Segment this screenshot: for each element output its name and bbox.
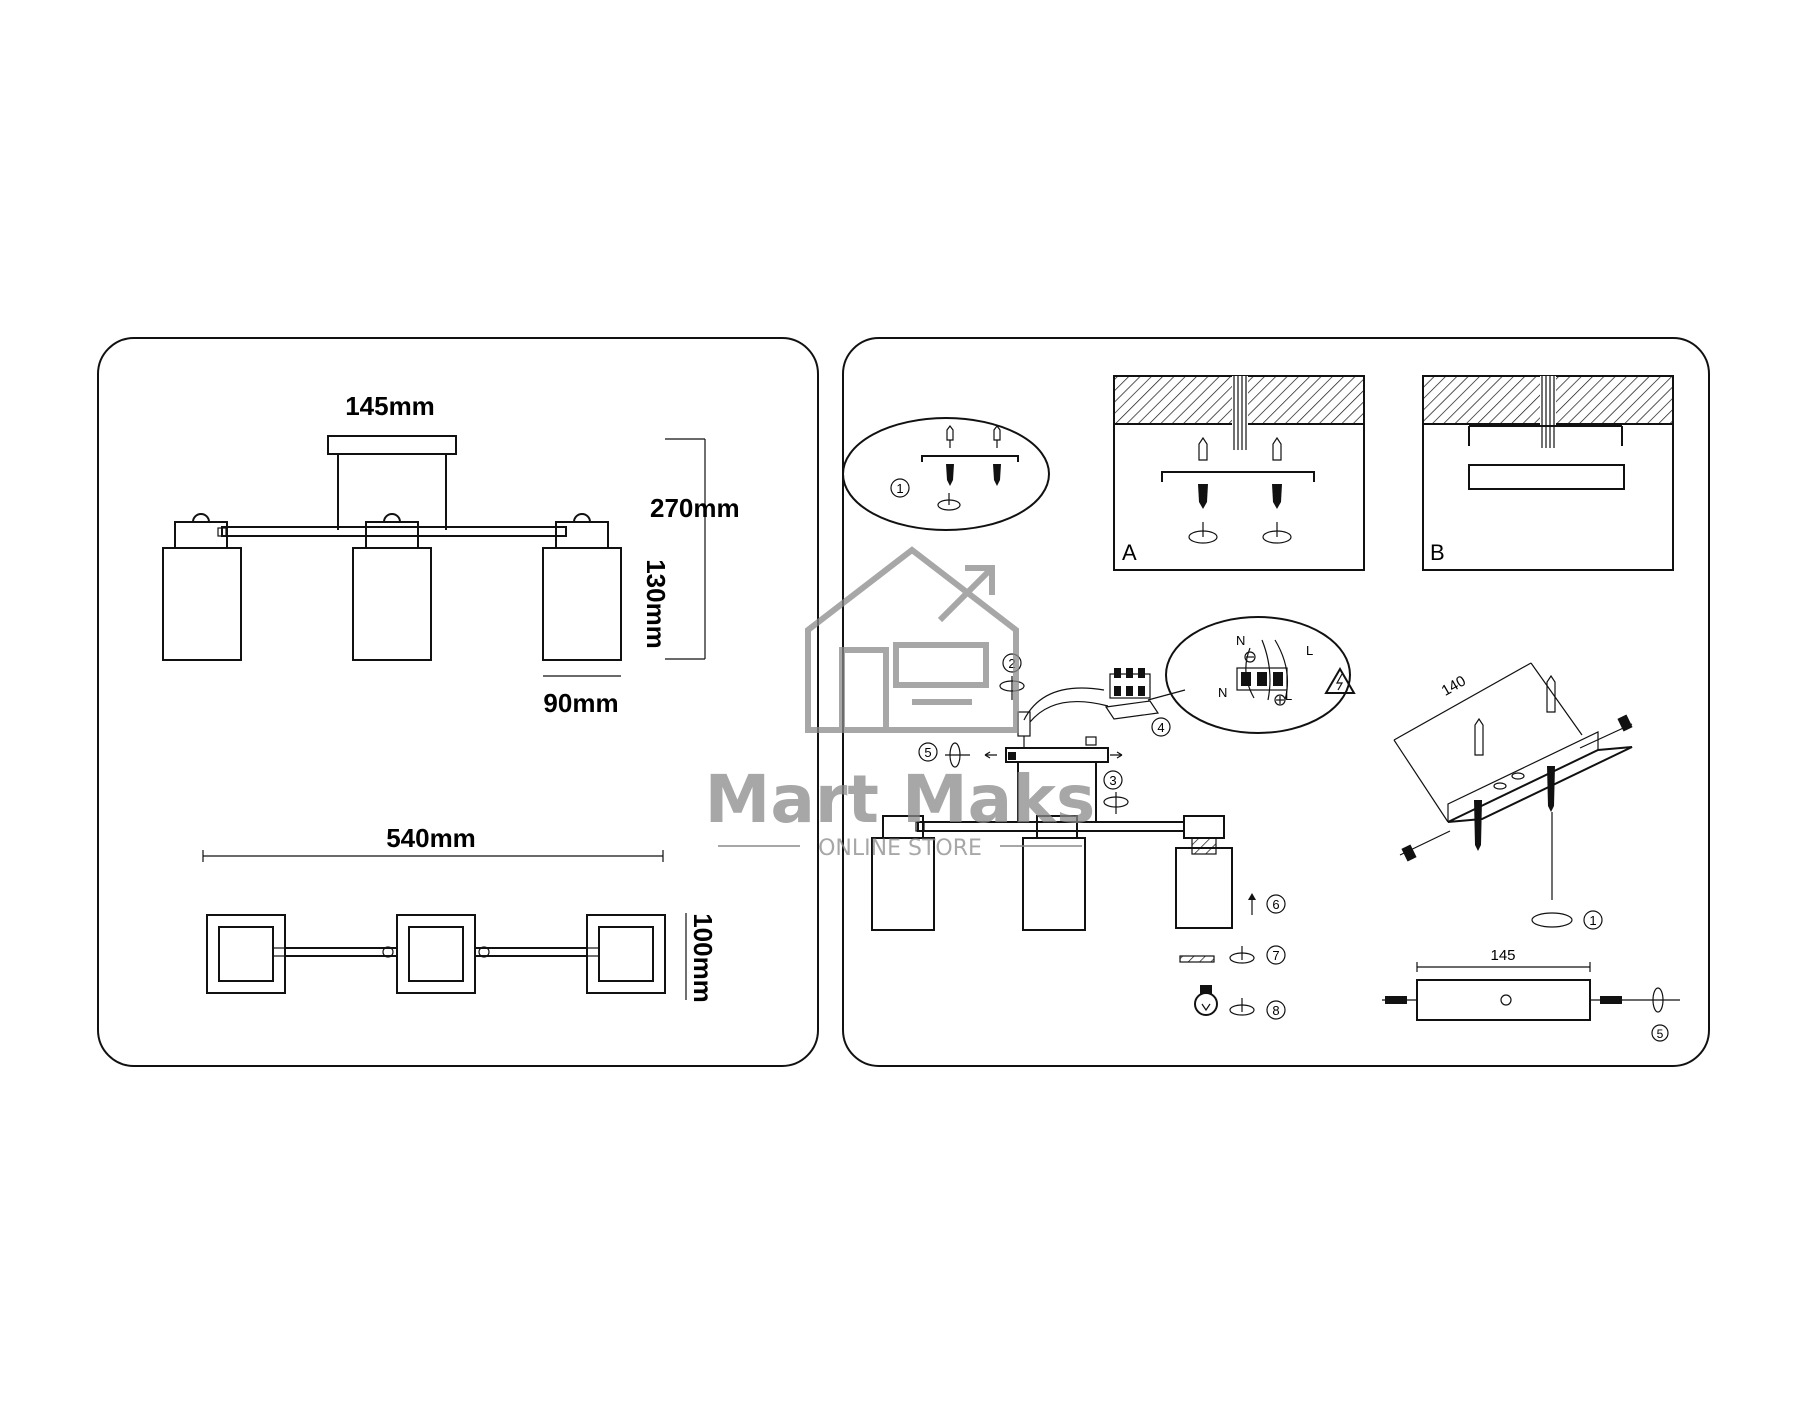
step-2-label: 2 bbox=[1008, 656, 1015, 671]
fixture-side-view bbox=[162, 435, 622, 661]
fixture-top-view bbox=[206, 913, 687, 1000]
watermark: Mart Maks ONLINE STORE bbox=[705, 546, 1096, 861]
wire-label-l-bottom: L bbox=[1285, 688, 1292, 703]
mounting-bracket-iso: 140 1 bbox=[1393, 662, 1633, 930]
watermark-brand: Mart Maks bbox=[705, 761, 1096, 838]
wiring-detail: N L N L bbox=[1147, 616, 1356, 734]
step-8-label: 8 bbox=[1272, 1003, 1279, 1018]
step-5-plate-label: 5 bbox=[1657, 1027, 1664, 1041]
dimensions-panel: 145mm 270mm 130mm 90mm 540mm 100mm bbox=[97, 337, 819, 1067]
canopy-plate: 145 5 bbox=[1382, 947, 1680, 1042]
installation-panel: 1 A bbox=[842, 337, 1710, 1067]
electric-hazard-icon bbox=[1324, 667, 1356, 694]
rotate-arrow-icon bbox=[937, 493, 961, 511]
step-5-label: 5 bbox=[924, 745, 931, 760]
wire-label-n-top: N bbox=[1236, 633, 1245, 648]
watermark-tagline: ONLINE STORE bbox=[818, 836, 982, 861]
wire-label-l-top: L bbox=[1306, 643, 1313, 658]
dim-shade-width: 90mm bbox=[543, 688, 618, 718]
dim-total-length: 540mm bbox=[386, 823, 476, 853]
terminal-block: 4 bbox=[1104, 668, 1171, 737]
dim-canopy-width: 145mm bbox=[345, 391, 435, 421]
step-markers: 2 3 5 6 7 8 bbox=[918, 653, 1286, 1020]
step-3-label: 3 bbox=[1109, 773, 1116, 788]
dim-total-height: 270mm bbox=[650, 493, 740, 523]
light-bulb-icon bbox=[1194, 985, 1218, 1016]
step-7-label: 7 bbox=[1272, 948, 1279, 963]
step1-mounting-detail: 1 bbox=[842, 417, 1050, 531]
screw-icon bbox=[946, 464, 1001, 486]
panel-a-label: A bbox=[1122, 540, 1137, 565]
panel-a-bracket-mount: A bbox=[1113, 375, 1365, 571]
dim-depth: 100mm bbox=[688, 913, 718, 1003]
step-6-label: 6 bbox=[1272, 897, 1279, 912]
panel-b-label: B bbox=[1430, 540, 1445, 565]
ceiling-wires bbox=[1232, 376, 1248, 450]
step-1-bracket-label: 1 bbox=[1589, 913, 1596, 928]
panel-b-canopy-mount: B bbox=[1422, 375, 1674, 571]
arrow-up-icon bbox=[1248, 893, 1256, 915]
fixture-assembly bbox=[871, 687, 1233, 1016]
house-logo-icon bbox=[805, 546, 1019, 733]
plate-width-label: 145 bbox=[1490, 947, 1515, 964]
step-4-label: 4 bbox=[1157, 720, 1164, 735]
wire-label-n-bottom: N bbox=[1218, 685, 1227, 700]
bracket-length-label: 140 bbox=[1439, 672, 1469, 699]
anchor-plug-icon bbox=[946, 425, 1001, 448]
step-1-label: 1 bbox=[896, 481, 903, 496]
ground-icon bbox=[1244, 651, 1286, 706]
dim-shade-height: 130mm bbox=[641, 559, 671, 649]
